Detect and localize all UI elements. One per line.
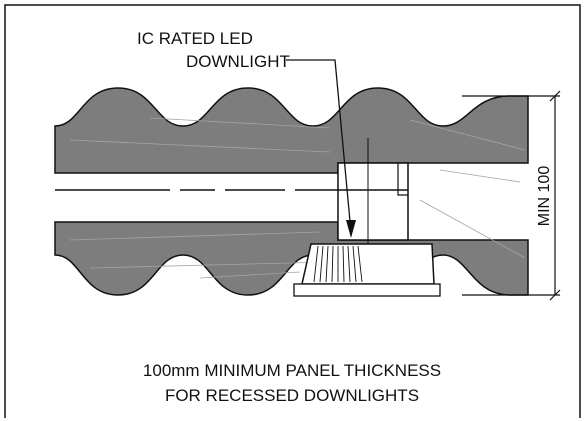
callout-leader bbox=[286, 59, 352, 233]
caption-line-1: 100mm MINIMUM PANEL THICKNESS bbox=[143, 361, 441, 380]
dimension-label: MIN 100 bbox=[536, 166, 553, 227]
leader-arrowhead bbox=[346, 220, 356, 238]
cavity-notch bbox=[397, 163, 408, 196]
callout-line-1: IC RATED LED bbox=[137, 29, 253, 48]
panel-texture-lines bbox=[69, 117, 526, 279]
caption-line-2: FOR RECESSED DOWNLIGHTS bbox=[165, 386, 419, 405]
dimension-lines bbox=[462, 90, 561, 301]
downlight-fitting bbox=[293, 243, 441, 297]
panel-upper-skin bbox=[54, 87, 529, 174]
drawing-border bbox=[4, 4, 581, 418]
callout-line-2: DOWNLIGHT bbox=[186, 52, 290, 71]
